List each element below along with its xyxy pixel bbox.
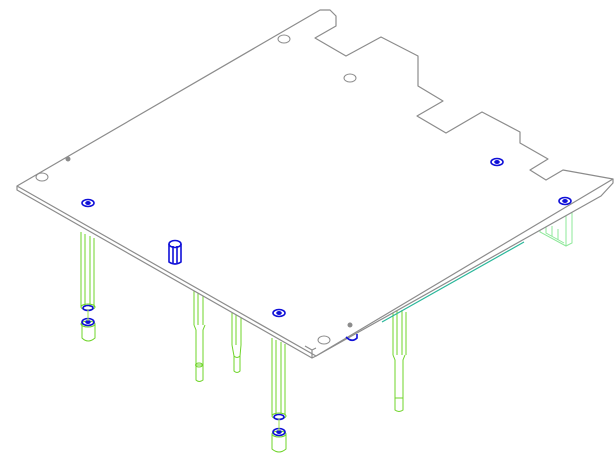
hole-rear-center: [343, 73, 357, 83]
plate-top-face: [16, 9, 614, 357]
standoff-inner-2[interactable]: [231, 312, 242, 373]
screw-head-front[interactable]: [272, 308, 286, 318]
standoff-inner-1[interactable]: [193, 290, 206, 382]
washer-left[interactable]: [82, 304, 94, 312]
washer-front[interactable]: [273, 413, 285, 421]
pin-front: [347, 322, 353, 328]
plate-corner-front: [304, 345, 317, 358]
pin-left: [65, 156, 71, 162]
screw-head-right[interactable]: [558, 196, 572, 206]
screw-head-right-rear[interactable]: [490, 157, 504, 167]
standoff-post-top[interactable]: [168, 239, 182, 265]
plate-holes: [35, 34, 357, 345]
screw-under-front[interactable]: [345, 334, 358, 342]
standoff-highlights: [87, 310, 280, 431]
hole-front-corner: [317, 335, 331, 345]
plate[interactable]: [16, 9, 614, 359]
standoff-right[interactable]: [392, 306, 407, 412]
screw-head-left[interactable]: [81, 198, 95, 208]
hole-left-corner: [35, 172, 49, 182]
hole-rear-corner: [277, 34, 291, 44]
